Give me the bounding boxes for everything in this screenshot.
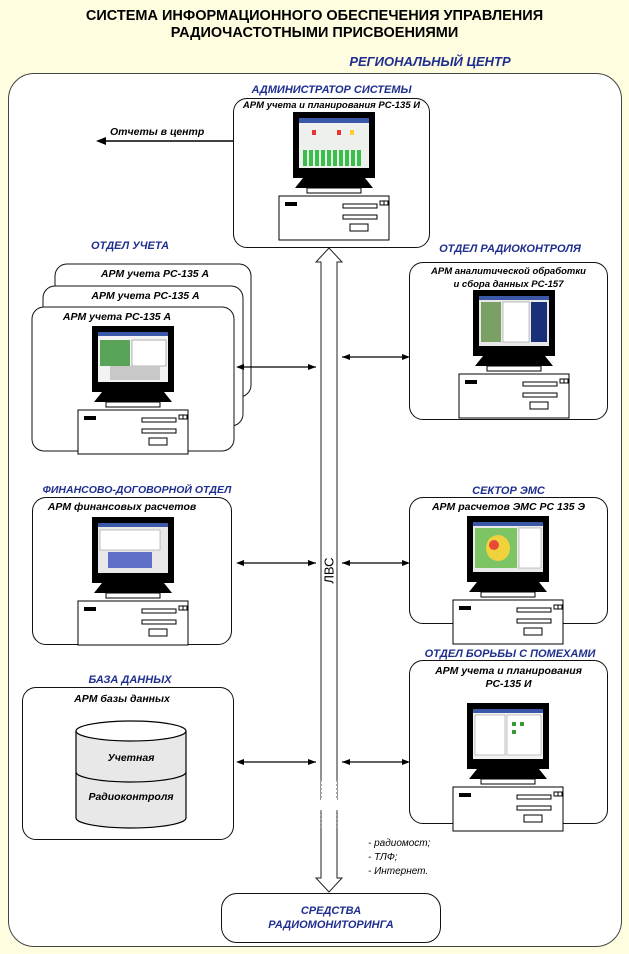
link-types-list: - радиомост; - ТЛФ; - Интернет. xyxy=(368,837,430,879)
lan-label-wrap: ЛВС xyxy=(321,545,337,595)
link-internet: - Интернет. xyxy=(368,866,429,877)
finance-header: ФИНАНСОВО-ДОГОВОРНОЙ ОТДЕЛ xyxy=(42,484,232,496)
link-phone: - ТЛФ; xyxy=(368,852,398,863)
ems-header: СЕКТОР ЭМС xyxy=(472,485,545,497)
radiocontrol-arm-line-2: и сбора данных РС-157 xyxy=(453,279,564,290)
admin-box xyxy=(233,98,430,248)
monitoring-line-2: РАДИОМОНИТОРИНГА xyxy=(268,919,394,931)
lan-label: ЛВС xyxy=(321,557,337,584)
finance-arm-label: АРМ финансовых расчетов xyxy=(47,501,197,513)
regional-center-label: РЕГИОНАЛЬНЫЙ ЦЕНТР xyxy=(349,54,511,69)
monitoring-box xyxy=(221,893,441,943)
reports-text: Отчеты в центр xyxy=(110,126,205,138)
interference-arm-line-2: РС-135 И xyxy=(485,678,532,690)
ems-box xyxy=(409,497,608,624)
interference-arm-line-1: АРМ учета и планирования xyxy=(435,665,582,677)
ems-arm-label: АРМ расчетов ЭМС РС 135 Э xyxy=(431,501,586,513)
reports-label: Отчеты в центр xyxy=(110,122,204,140)
accounting-arm-2: АРМ учета РС-135 А xyxy=(91,290,200,302)
accounting-arm-1: АРМ учета РС-135 А xyxy=(100,268,210,280)
title-line-2: РАДИОЧАСТОТНЫМИ ПРИСВОЕНИЯМИ xyxy=(170,25,459,41)
title-line-1: СИСТЕМА ИНФОРМАЦИОННОГО ОБЕСПЕЧЕНИЯ УПРА… xyxy=(85,8,544,24)
interference-header: ОТДЕЛ БОРЬБЫ С ПОМЕХАМИ xyxy=(424,648,596,660)
accounting-arm-3: АРМ учета РС-135 А xyxy=(62,311,172,323)
finance-box xyxy=(32,497,232,645)
admin-arm-label: АРМ учета и планирования РС-135 И xyxy=(242,100,421,111)
radiocontrol-header: ОТДЕЛ РАДИОКОНТРОЛЯ xyxy=(439,243,581,255)
database-arm-label: АРМ базы данных xyxy=(74,693,170,705)
accounting-header: ОТДЕЛ УЧЕТА xyxy=(90,240,170,252)
database-accounting-label: Учетная xyxy=(107,752,155,764)
database-header: БАЗА ДАННЫХ xyxy=(88,674,172,686)
database-radiocontrol-label: Радиоконтроля xyxy=(88,791,174,803)
monitoring-line-1: СРЕДСТВА xyxy=(300,905,362,917)
admin-header: АДМИНИСТРАТОР СИСТЕМЫ xyxy=(251,84,412,96)
link-radiobridge: - радиомост; xyxy=(368,838,431,849)
radiocontrol-arm-line-1: АРМ аналитической обработки xyxy=(431,266,586,277)
